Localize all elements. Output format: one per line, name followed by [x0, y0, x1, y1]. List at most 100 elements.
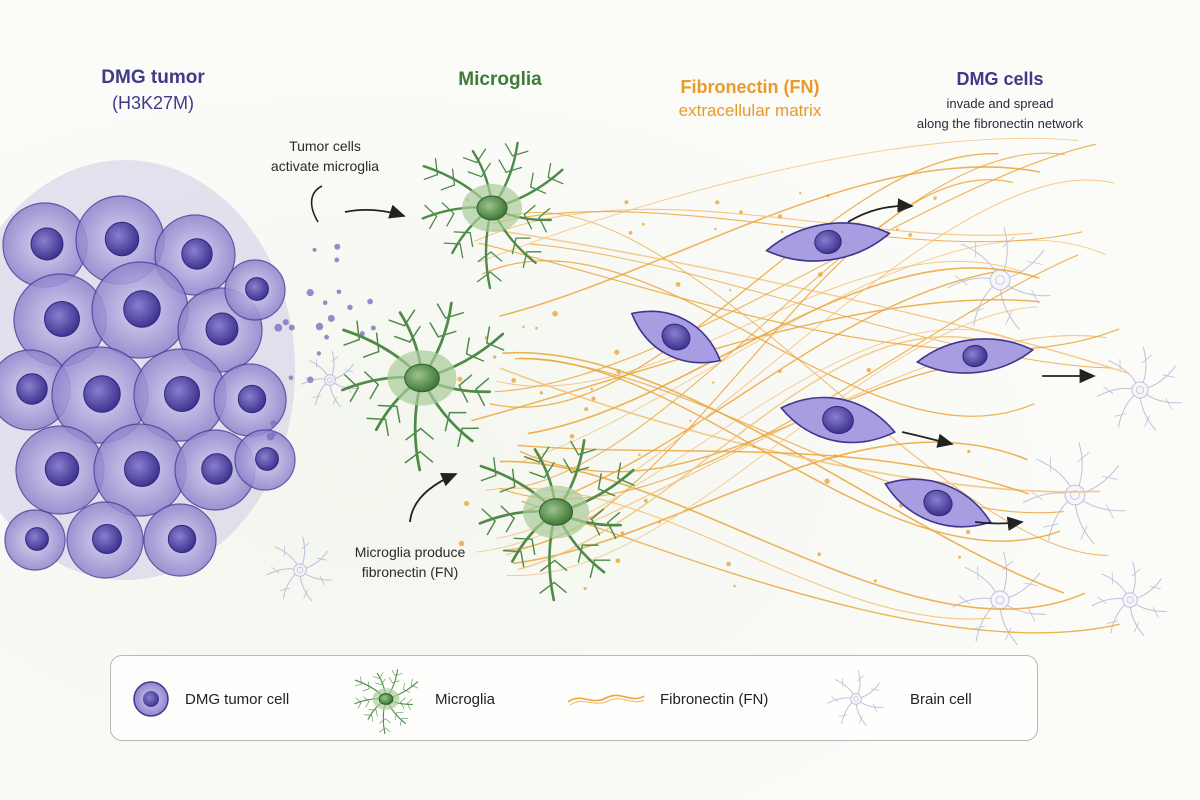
- activate-arrow: [310, 185, 323, 223]
- fibronectin-dot: [729, 289, 732, 292]
- particle: [347, 304, 353, 311]
- fibronectin-dot: [458, 540, 465, 547]
- particle: [334, 257, 340, 263]
- microglia-middle: [341, 301, 505, 472]
- invade-arrow-4: [974, 516, 1024, 531]
- legend-item-brain-cell: Brain cell: [816, 656, 972, 742]
- fibronectin-dot: [777, 214, 783, 219]
- invading-dmg-cell: [765, 222, 891, 262]
- brain-cell: [952, 551, 1046, 646]
- fibronectin-fiber: [479, 137, 1078, 263]
- fibronectin-dot: [689, 419, 692, 422]
- tumor-cell: [154, 214, 236, 296]
- tumor-cell: [174, 429, 256, 511]
- fibronectin-dot: [590, 387, 594, 391]
- fibronectin-dot: [866, 367, 872, 373]
- invade-arrow-1: [847, 198, 914, 223]
- microglia-icon: [354, 669, 419, 734]
- fibronectin-dot: [752, 445, 756, 448]
- fibronectin-dot: [457, 376, 463, 382]
- produce-note-2: fibronectin (FN): [361, 564, 459, 580]
- fibronectin-fiber: [494, 143, 1097, 393]
- fibronectin-dot: [873, 579, 877, 583]
- fibronectin-fiber: [502, 351, 1065, 594]
- dmg-cells-desc-1: invade and spread: [946, 96, 1054, 111]
- fibronectin-dot: [614, 349, 620, 355]
- fibronectin-dot: [657, 520, 661, 524]
- fibronectin-fiber: [496, 260, 1024, 387]
- brain-cell-icon: [827, 670, 884, 727]
- fibronectin-dot: [591, 396, 596, 401]
- fibronectin-dot: [583, 586, 587, 591]
- particle: [367, 298, 373, 305]
- tumor-cell: [51, 346, 149, 444]
- fibronectin-fiber: [502, 211, 1109, 556]
- particle: [336, 289, 342, 295]
- dmg-tumor-mass: [0, 160, 296, 580]
- particle: [288, 324, 295, 331]
- invading-dmg-cell: [915, 338, 1035, 374]
- particle: [282, 319, 289, 326]
- fibronectin-network: [457, 137, 1129, 634]
- fibronectin-dot: [833, 454, 838, 458]
- fibronectin-dot: [464, 500, 470, 507]
- fibronectin-fiber: [489, 153, 999, 408]
- tumor-cell: [93, 423, 187, 517]
- particle: [312, 247, 317, 252]
- invading-dmg-cell: [780, 396, 896, 444]
- fibronectin-dot: [616, 369, 621, 374]
- fibronectin-dot: [522, 325, 525, 329]
- fibronectin-fiber: [499, 254, 1079, 500]
- particle: [274, 323, 283, 332]
- tumor-cell: [234, 429, 296, 491]
- legend-label-tumor-cell: DMG tumor cell: [185, 690, 290, 708]
- fibronectin-dot: [733, 584, 736, 588]
- fibronectin-dot: [615, 558, 621, 564]
- fibronectin-fiber: [493, 211, 1083, 243]
- tumor-title: DMG tumor: [101, 67, 205, 88]
- tumor-subtitle: (H3K27M): [111, 93, 195, 113]
- tumor-cell: [15, 425, 105, 515]
- fibronectin-dot: [624, 200, 629, 205]
- fibronectin-dot: [818, 272, 823, 277]
- fibronectin-title: Fibronectin (FN): [680, 77, 820, 97]
- microglia-bottom: [478, 438, 635, 602]
- tumor-cell: [133, 348, 227, 442]
- particle: [334, 243, 341, 250]
- particle: [327, 314, 335, 322]
- tumor-cell: [213, 363, 287, 437]
- particle: [271, 431, 277, 437]
- fibronectin-fiber: [517, 444, 1029, 495]
- fibronectin-fiber: [527, 267, 1040, 435]
- fibronectin-dot: [966, 529, 971, 535]
- activate-note-2: activate microglia: [270, 158, 380, 174]
- fibronectin-fiber: [512, 441, 1028, 565]
- particle: [306, 289, 314, 297]
- fibronectin-dot: [620, 531, 625, 535]
- particle: [324, 334, 329, 340]
- brain-cell: [1091, 561, 1167, 637]
- fibronectin-dot: [715, 200, 720, 205]
- fibronectin-dot: [539, 391, 544, 395]
- tumor-cell: [4, 509, 66, 571]
- brain-cell: [1097, 346, 1182, 431]
- fibronectin-dot: [726, 561, 731, 567]
- fibronectin-fiber: [499, 166, 1040, 317]
- legend-item-tumor-cell: DMG tumor cell: [131, 656, 289, 742]
- fibronectin-dot: [933, 196, 937, 200]
- fibronectin-dot: [826, 194, 830, 198]
- fibronectin-dot: [908, 233, 913, 237]
- fibronectin-dot: [824, 478, 830, 484]
- fibronectin-fiber: [520, 152, 1066, 488]
- brain-cell: [301, 351, 358, 408]
- tumor-cell-icon: [133, 681, 169, 717]
- dmg-cells-desc-2: along the fibronectin network: [916, 116, 1084, 131]
- fibronectin-dot: [643, 498, 648, 503]
- tumor-cell: [224, 259, 286, 321]
- fibronectin-fiber: [499, 367, 1101, 493]
- brain-cell: [827, 670, 884, 727]
- microglia-title: Microglia: [458, 69, 542, 90]
- fibronectin-dot: [799, 192, 802, 195]
- fibronectin-dot: [552, 310, 558, 317]
